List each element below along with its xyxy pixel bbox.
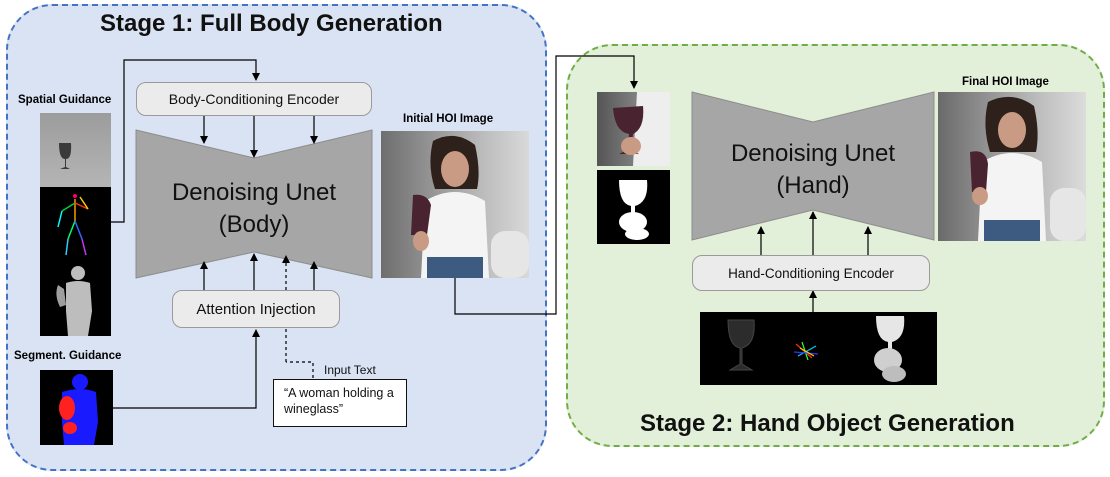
stage1-title: Stage 1: Full Body Generation: [100, 10, 443, 37]
hand-pose-sketch: [793, 341, 819, 361]
body-conditioning-encoder: Body-Conditioning Encoder: [136, 82, 372, 116]
hand-conditioning-encoder: Hand-Conditioning Encoder: [692, 255, 930, 291]
final-hoi-image: [938, 92, 1086, 241]
stage2-title: Stage 2: Hand Object Generation: [640, 410, 1015, 437]
unet-hand-subtitle: (Hand): [776, 172, 850, 199]
hand-object-render: [874, 316, 906, 382]
hand-crop-image: [597, 92, 670, 166]
initial-hoi-label: Initial HOI Image: [403, 113, 494, 125]
spatial-depth-image: [40, 113, 111, 187]
spatial-pose-image: [40, 187, 111, 261]
unet-body-title: Denoising Unet: [171, 179, 337, 206]
unet-hand-title: Denoising Unet: [730, 140, 896, 167]
unet-body-subtitle: (Body): [218, 211, 290, 238]
input-text-value: “A woman holding a wineglass”: [284, 386, 394, 416]
final-hoi-label: Final HOI Image: [962, 76, 1049, 88]
input-text-label: Input Text: [324, 363, 376, 377]
input-text-box: “A woman holding a wineglass”: [273, 379, 407, 427]
hand-mask-image: [597, 170, 670, 244]
attention-injection-box: Attention Injection: [172, 290, 340, 328]
spatial-guidance-label: Spatial Guidance: [18, 94, 112, 106]
hand-conditions-strip: [700, 312, 937, 385]
segment-guidance-image: [40, 370, 113, 445]
spatial-silhouette-image: [40, 261, 111, 336]
hand-depth-glass: [727, 319, 755, 371]
segment-guidance-label: Segment. Guidance: [14, 350, 122, 362]
initial-hoi-image: [381, 131, 529, 278]
